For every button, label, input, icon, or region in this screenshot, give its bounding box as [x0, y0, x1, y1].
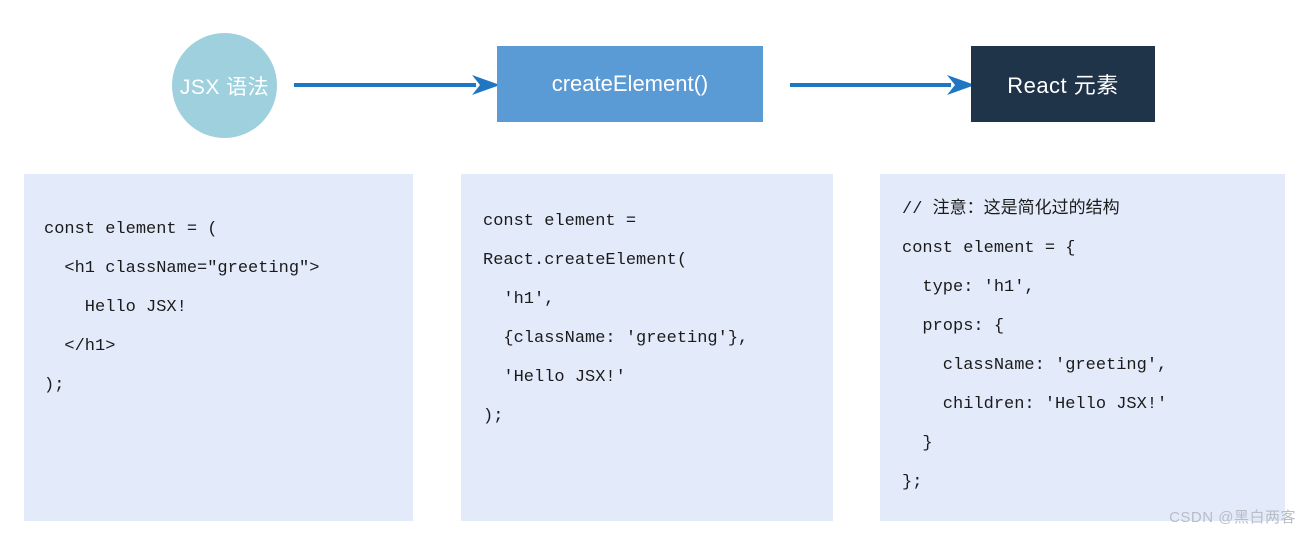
- code-line: children: 'Hello JSX!': [902, 395, 1168, 414]
- code-line: };: [902, 473, 923, 492]
- flow-arrow-createelement-to-reactelement: [790, 70, 975, 100]
- code-line: className: 'greeting',: [902, 356, 1168, 375]
- code-line: const element = {: [902, 239, 1076, 258]
- arrow-right-icon: [790, 75, 975, 95]
- flow-node-jsx-syntax: JSX 语法: [172, 33, 277, 138]
- code-line: const element = (: [44, 220, 218, 239]
- createelement-code-panel: const element = React.createElement( 'h1…: [461, 174, 833, 521]
- react-element-code-panel: // 注意：这是简化过的结构 const element = { type: '…: [880, 174, 1285, 521]
- code-line: );: [483, 407, 504, 426]
- flow-diagram: JSX 语法 createElement() React 元素: [0, 0, 1308, 165]
- code-line: props: {: [902, 317, 1005, 336]
- code-line: <h1 className="greeting">: [44, 259, 320, 278]
- flow-node-react-element: React 元素: [971, 46, 1155, 122]
- code-line: </h1>: [44, 337, 116, 356]
- code-line: 'h1',: [483, 290, 555, 309]
- flow-node-create-element: createElement(): [497, 46, 763, 122]
- code-line: );: [44, 376, 65, 395]
- flow-node-create-element-label: createElement(): [551, 71, 709, 96]
- react-element-code-body: // 注意：这是简化过的结构 const element = { type: '…: [880, 174, 1285, 502]
- code-line: }: [902, 434, 933, 453]
- code-line: Hello JSX!: [44, 298, 187, 317]
- flow-node-react-element-label: React 元素: [1007, 73, 1119, 98]
- code-line: const element =: [483, 212, 637, 231]
- code-line: type: 'h1',: [902, 278, 1035, 297]
- jsx-code-panel: const element = ( <h1 className="greetin…: [24, 174, 413, 521]
- code-line: // 注意：这是简化过的结构: [902, 200, 1120, 219]
- code-line: {className: 'greeting'},: [483, 329, 749, 348]
- watermark: CSDN @黑白两客: [1169, 509, 1296, 526]
- flow-arrow-jsx-to-createelement: [294, 70, 500, 100]
- code-line: React.createElement(: [483, 251, 688, 270]
- code-line: 'Hello JSX!': [483, 368, 626, 387]
- flow-node-jsx-syntax-label: JSX 语法: [179, 75, 270, 99]
- createelement-code-body: const element = React.createElement( 'h1…: [461, 174, 833, 436]
- arrow-right-icon: [294, 75, 500, 95]
- jsx-code-body: const element = ( <h1 className="greetin…: [24, 174, 413, 405]
